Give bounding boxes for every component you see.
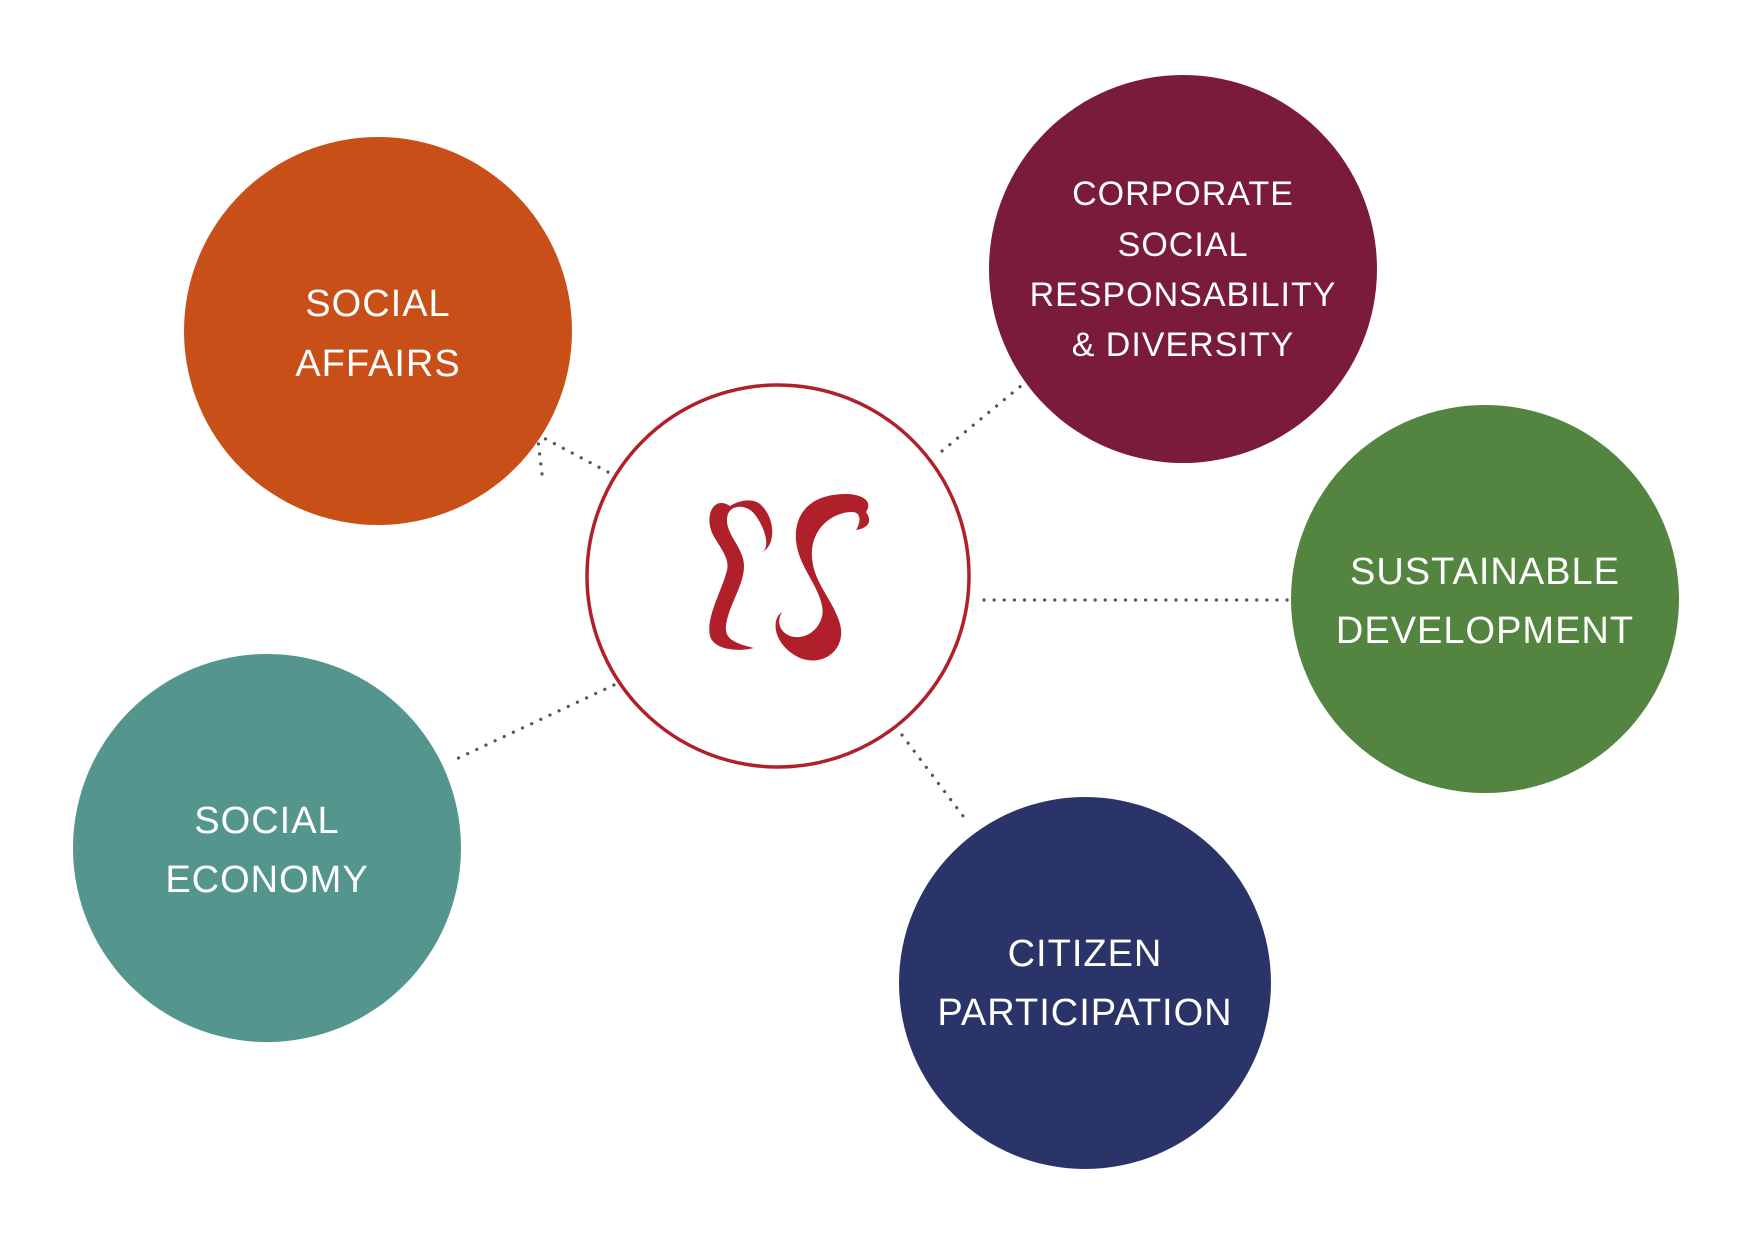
node-label: PARTICIPATION — [937, 992, 1232, 1034]
connector-citizen — [900, 733, 968, 822]
connector-corporate — [940, 383, 1024, 453]
node-circle — [899, 797, 1271, 1169]
center-hub — [585, 383, 971, 769]
node-circle — [73, 654, 461, 1042]
node-social-affairs: SOCIAL AFFAIRS — [184, 137, 572, 525]
node-circle — [184, 137, 572, 525]
node-label: & DIVERSITY — [1072, 326, 1295, 364]
connector-social-affairs — [536, 438, 544, 476]
connectors — [448, 383, 1292, 822]
node-label: AFFAIRS — [295, 343, 460, 385]
node-circle — [1291, 405, 1679, 793]
node-sustainable-development: SUSTAINABLE DEVELOPMENT — [1291, 405, 1679, 793]
node-label: CITIZEN — [1008, 933, 1163, 975]
node-circle — [989, 75, 1377, 463]
es-monogram-logo-icon — [709, 494, 870, 661]
node-corporate-social-responsability: CORPORATE SOCIAL RESPONSABILITY & DIVERS… — [989, 75, 1377, 463]
node-label: SOCIAL — [305, 283, 450, 325]
node-label: SOCIAL — [194, 800, 339, 842]
node-label: CORPORATE — [1072, 175, 1294, 213]
center-ring — [585, 383, 971, 769]
node-label: DEVELOPMENT — [1336, 610, 1634, 652]
node-social-economy: SOCIAL ECONOMY — [73, 654, 461, 1042]
connector-social-affairs — [538, 434, 610, 474]
node-label: ECONOMY — [165, 859, 368, 901]
connector-social-economy — [448, 683, 616, 764]
node-citizen-participation: CITIZEN PARTICIPATION — [899, 797, 1271, 1169]
node-label: SUSTAINABLE — [1350, 551, 1620, 593]
node-label: RESPONSABILITY — [1030, 276, 1337, 314]
node-label: SOCIAL — [1118, 226, 1249, 264]
